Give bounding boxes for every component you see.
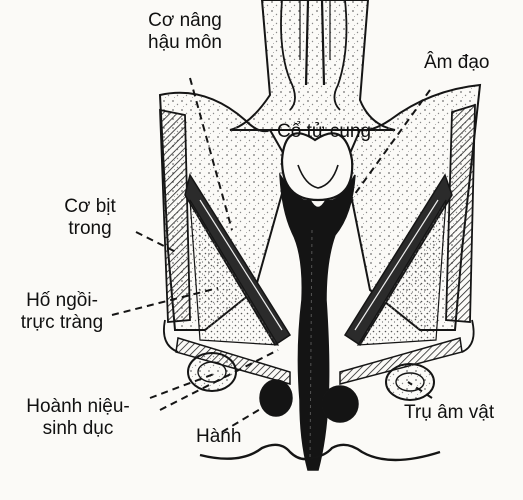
label-levator-ani: Cơ nâng hậu môn (130, 10, 240, 54)
vagina (280, 175, 355, 470)
upper-column (230, 0, 395, 130)
label-bulb: Hành (196, 426, 241, 448)
label-vagina: Âm đạo (424, 52, 489, 74)
label-cervix: Cổ tử cung (277, 121, 371, 143)
label-clitoral-crus: Trụ âm vật (404, 402, 494, 424)
label-ischiorectal-fossa: Hố ngồi- trực tràng (12, 290, 112, 334)
label-urogenital-diaphragm: Hoành niệu- sinh dục (18, 396, 138, 440)
label-obturator-internus: Cơ bịt trong (52, 196, 128, 240)
cervix (282, 133, 352, 200)
